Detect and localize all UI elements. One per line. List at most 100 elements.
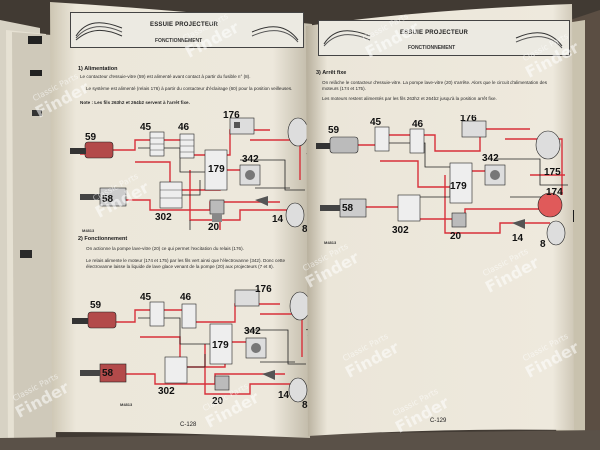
d1-label-176: 176 (223, 110, 240, 121)
d2-label-8: 8 (302, 400, 308, 411)
left-diagram1-ref: M4813 (82, 228, 95, 233)
left-wiring-diagram-1: 176 45 46 59 179 342 58 302 20 14 7 8 (70, 110, 312, 235)
r-label-179: 179 (450, 181, 467, 192)
d2-label-46: 46 (180, 292, 192, 303)
right-page-paper (306, 4, 574, 436)
relay-179-d2 (209, 323, 233, 365)
right-section3-text2: Les moteurs restent alimentés par les fi… (322, 96, 497, 101)
left-page-paper (50, 2, 312, 438)
pump-20 (209, 199, 225, 222)
r-relay-179 (449, 162, 473, 204)
d2-label-342: 342 (244, 326, 261, 337)
right-header-title: ESSUIE PROJECTEUR (400, 30, 469, 36)
left-section2-text: On actionne la pompe lave-vitre (20) ce … (86, 246, 244, 251)
nozzle-14 (255, 196, 268, 206)
d1-label-59: 59 (85, 132, 97, 143)
r-connector-46 (409, 128, 425, 154)
pump-20-d2 (214, 375, 230, 391)
d2-label-176: 176 (255, 284, 272, 295)
right-page: ESSUIE PROJECTEUR FONCTIONNEMENT 3) Arrê… (300, 0, 580, 440)
left-header-box (70, 12, 304, 48)
connector-302 (159, 181, 183, 209)
motor-8 (285, 202, 305, 228)
d1-label-8: 8 (302, 224, 308, 235)
switch-59 (84, 141, 114, 159)
relay-179 (204, 149, 228, 191)
right-diagram-ref: M4813 (324, 240, 337, 245)
r-motor-174 (537, 192, 563, 218)
left-section2-title: 2) Fonctionnement (78, 236, 128, 242)
r-label-58: 58 (342, 203, 354, 214)
d2-label-20: 20 (212, 396, 224, 407)
left-page-number: C-128 (180, 422, 197, 428)
r-label-342: 342 (482, 153, 499, 164)
left-header-subtitle: FONCTIONNEMENT (155, 38, 203, 44)
r-switch-59 (329, 136, 359, 154)
connector-302-d2 (164, 356, 188, 384)
r-label-176: 176 (460, 115, 477, 124)
left-wiring-diagram-2: 176 45 46 59 179 342 58 302 20 14 7 8 (72, 284, 312, 411)
r-nozzle-14 (512, 219, 525, 229)
d2-label-58: 58 (102, 368, 114, 379)
r-label-46: 46 (412, 119, 424, 130)
d1-label-14: 14 (272, 214, 284, 225)
right-header-wire-icon-right (515, 32, 563, 49)
d2-label-179: 179 (212, 340, 229, 351)
left-page: ESSUIE PROJECTEUR FONCTIONNEMENT 1) Alim… (40, 0, 315, 440)
left-header-wire-icon-right (251, 26, 299, 43)
left-diagram2-ref: M4813 (120, 402, 133, 407)
r-label-174: 174 (546, 187, 563, 198)
d1-label-46: 46 (178, 122, 190, 133)
switch-58 (80, 187, 127, 207)
r-relay-176 (461, 120, 487, 138)
connector-46-d2 (181, 303, 197, 329)
r-label-59: 59 (328, 125, 340, 136)
diagram2-red-wires (100, 303, 303, 395)
right-section3-title: 3) Arrêt fixe (316, 70, 347, 76)
right-header-subtitle: FONCTIONNEMENT (408, 45, 456, 51)
d1-label-179: 179 (208, 164, 225, 175)
right-header-wire-icon (323, 30, 371, 47)
right-section3-text: On relâche le contacteur d'essuie-vitre.… (322, 80, 548, 91)
left-section1-text2: Le système est alimenté (relais 176) à p… (86, 86, 293, 91)
right-page-number: C-129 (430, 418, 447, 424)
left-section1-note: Note : Les fils 263h2 et 264b2 servent à… (80, 100, 190, 105)
d1-label-20: 20 (208, 222, 220, 233)
switch-59-d2 (87, 311, 117, 329)
d1-label-45: 45 (140, 122, 152, 133)
r-label-20: 20 (450, 231, 462, 242)
d2-label-45: 45 (140, 292, 152, 303)
r-pump-20 (451, 212, 467, 228)
r-label-45: 45 (370, 117, 382, 128)
left-section1-title: 1) Alimentation (78, 66, 118, 72)
left-header-wire-icon (75, 22, 123, 41)
right-header-box (318, 20, 570, 56)
d2-label-14: 14 (278, 390, 290, 401)
connector-45-d2 (149, 301, 165, 327)
r-connector-302 (397, 194, 421, 222)
r-label-175: 175 (544, 167, 561, 178)
d1-label-302: 302 (155, 212, 172, 223)
d2-label-59: 59 (90, 300, 102, 311)
d2-label-302: 302 (158, 386, 175, 397)
left-section1-text: Le contacteur d'essuie-vitre (59) est al… (80, 74, 251, 79)
switch-59-lever (70, 148, 86, 154)
r-connector-45 (374, 126, 390, 152)
nozzle-14-d2 (262, 370, 275, 380)
relay-176-d2 (234, 289, 260, 307)
connector-46 (179, 133, 195, 159)
connector-45 (149, 131, 165, 157)
relay-176 (229, 117, 255, 135)
r-label-302: 302 (392, 225, 409, 236)
r-motor-8 (546, 220, 566, 246)
d1-label-342: 342 (242, 154, 259, 165)
right-wiring-diagram: 176 59 45 46 179 342 175 58 302 174 20 1… (316, 115, 568, 250)
d1-label-58: 58 (102, 194, 114, 205)
left-section2-text2: Le relais alimente le moteur (174 et 175… (86, 258, 286, 269)
valve-342 (239, 164, 261, 186)
left-header-title: ESSUIE PROJECTEUR (150, 22, 219, 28)
motor-8-d2 (288, 377, 308, 403)
r-label-14: 14 (512, 233, 524, 244)
r-motor-175 (535, 130, 561, 160)
